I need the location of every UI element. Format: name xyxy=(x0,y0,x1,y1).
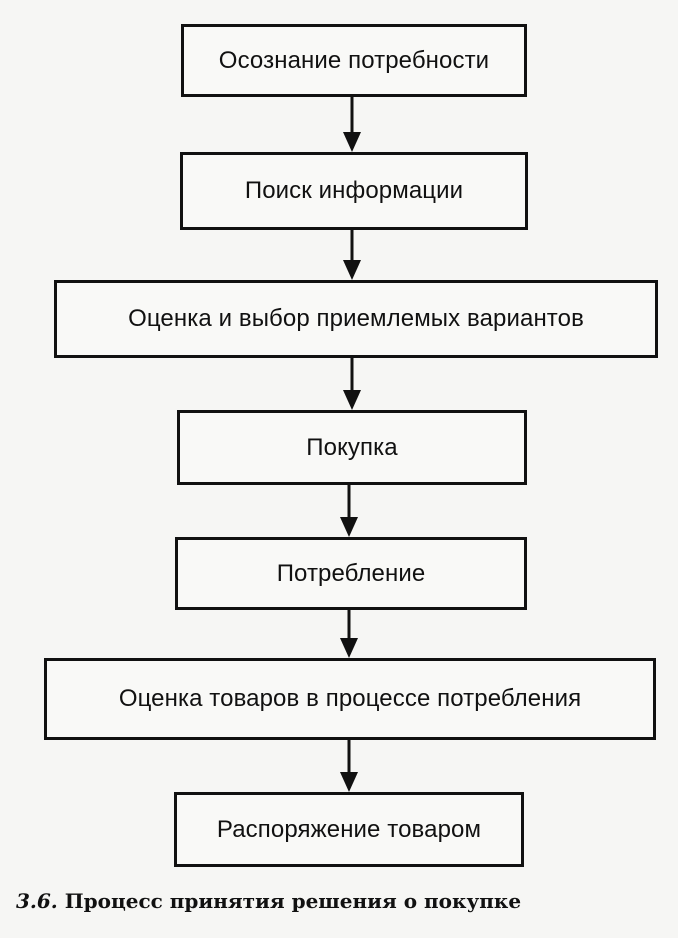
figure-caption: 3.6. Процесс принятия решения о покупке xyxy=(16,889,521,913)
figure-number: 3.6. xyxy=(16,889,58,913)
arrow-2 xyxy=(343,230,361,280)
arrow-5 xyxy=(340,610,358,658)
step-purchase: Покупка xyxy=(177,410,527,485)
step-information-search: Поиск информации xyxy=(180,152,528,230)
step-evaluation-and-selection: Оценка и выбор приемлемых вариантов xyxy=(54,280,658,358)
arrow-3 xyxy=(343,358,361,410)
arrow-6 xyxy=(340,740,358,792)
step-disposal: Распоряжение товаром xyxy=(174,792,524,867)
figure-caption-text: Процесс принятия решения о покупке xyxy=(64,889,522,913)
step-post-purchase-evaluation: Оценка товаров в процессе потребления xyxy=(44,658,656,740)
step-consumption: Потребление xyxy=(175,537,527,610)
step-need-recognition: Осознание потребности xyxy=(181,24,527,97)
arrow-1 xyxy=(343,97,361,152)
arrow-4 xyxy=(340,485,358,537)
